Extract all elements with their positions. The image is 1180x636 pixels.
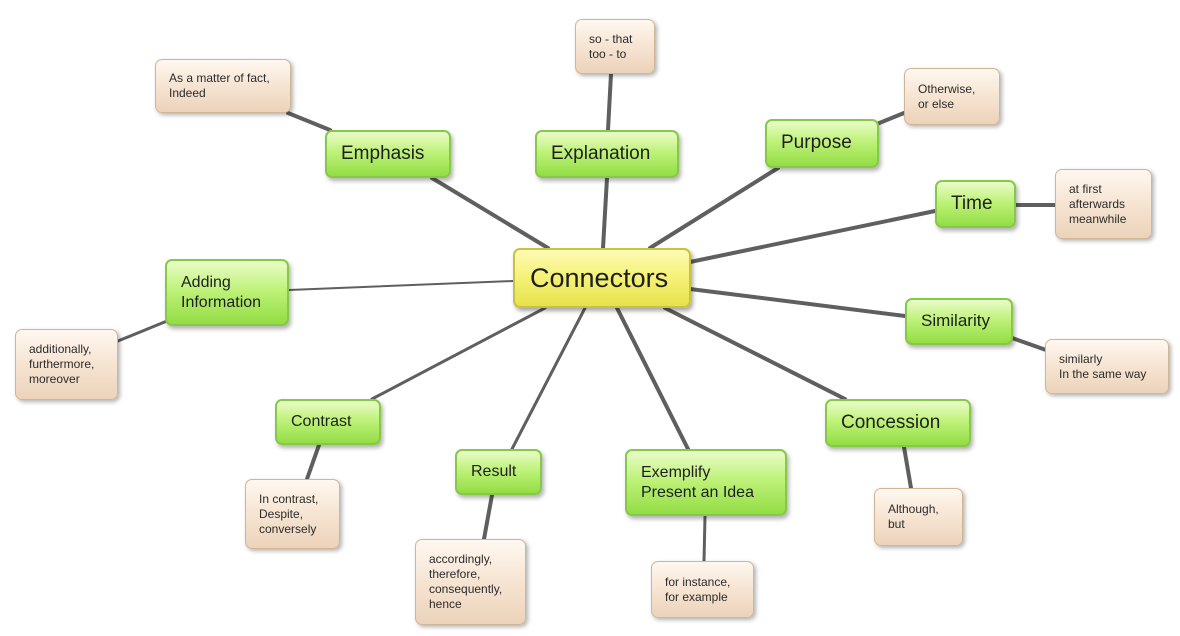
link-center-purpose <box>648 166 780 250</box>
category-node-exemplify[interactable]: Exemplify Present an Idea <box>625 449 787 516</box>
example-node-emphasis[interactable]: As a matter of fact, Indeed <box>155 59 291 113</box>
category-node-concession[interactable]: Concession <box>825 399 971 447</box>
link-center-explanation <box>601 176 609 250</box>
link-center-adding <box>288 280 514 291</box>
example-node-purpose[interactable]: Otherwise, or else <box>904 68 1000 125</box>
link-contrast-examples <box>305 443 321 481</box>
link-center-exemplify <box>615 306 690 451</box>
example-node-similarity[interactable]: similarly In the same way <box>1045 339 1169 394</box>
example-node-adding-information[interactable]: additionally, furthermore, moreover <box>15 329 118 400</box>
link-center-time <box>688 209 937 264</box>
category-node-result[interactable]: Result <box>455 449 542 495</box>
link-center-contrast <box>370 306 547 401</box>
example-node-concession[interactable]: Although, but <box>874 488 963 546</box>
link-explanation-examples <box>606 72 613 132</box>
link-center-concession <box>663 306 847 401</box>
category-node-adding-information[interactable]: Adding Information <box>165 259 289 326</box>
category-node-time[interactable]: Time <box>935 180 1016 228</box>
link-result-examples <box>482 493 494 541</box>
category-node-similarity[interactable]: Similarity <box>905 298 1013 345</box>
link-emphasis-examples <box>286 111 332 132</box>
category-node-emphasis[interactable]: Emphasis <box>325 130 451 178</box>
category-node-explanation[interactable]: Explanation <box>535 130 679 178</box>
link-center-result <box>510 306 587 451</box>
link-center-emphasis <box>430 176 550 250</box>
link-exemplify-examples <box>702 514 707 563</box>
category-node-contrast[interactable]: Contrast <box>275 399 381 445</box>
example-node-contrast[interactable]: In contrast, Despite, conversely <box>245 479 340 549</box>
example-node-time[interactable]: at first afterwards meanwhile <box>1055 169 1152 239</box>
center-node-connectors[interactable]: Connectors <box>513 248 691 308</box>
category-node-purpose[interactable]: Purpose <box>765 119 879 168</box>
link-concession-examples <box>902 445 913 490</box>
link-center-similarity <box>688 287 907 318</box>
example-node-result[interactable]: accordingly, therefore, consequently, he… <box>415 539 526 625</box>
link-similarity-examples <box>1010 336 1048 352</box>
example-node-exemplify[interactable]: for instance, for example <box>651 561 754 618</box>
example-node-explanation[interactable]: so - that too - to <box>575 19 655 74</box>
link-adding-examples <box>116 319 169 343</box>
